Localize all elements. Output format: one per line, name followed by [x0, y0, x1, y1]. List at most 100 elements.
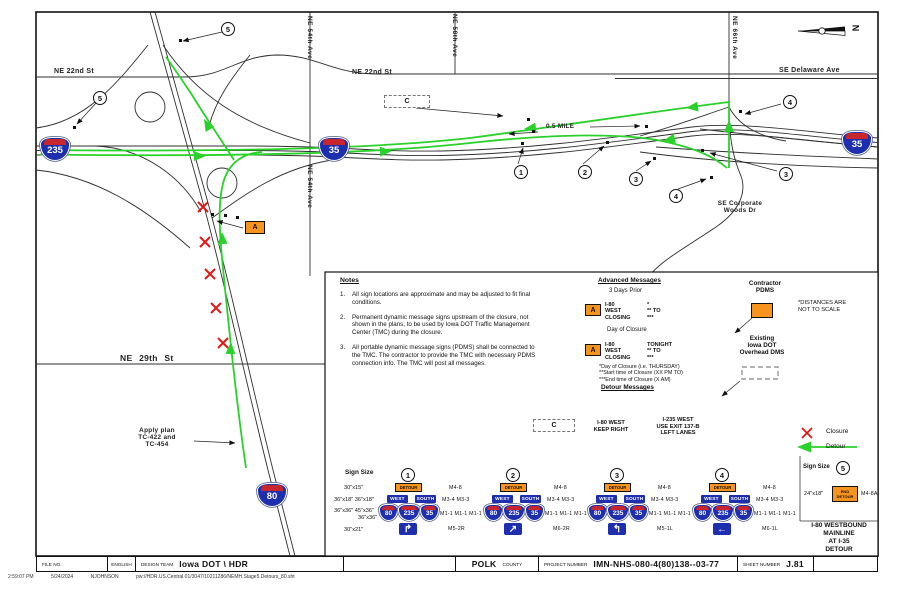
sign-designation: M4-8: [658, 485, 671, 491]
units-cell: ENGLISH: [108, 557, 136, 571]
closure-x-marks: [197, 201, 229, 349]
sign-size-value: 36"x36": [358, 515, 378, 521]
sheet-title-block: I-80 WESTBOUND MAINLINE AT I-35 DETOUR: [800, 522, 878, 554]
callout-2: 2: [578, 165, 592, 179]
design-team-label: DESIGN TEAM: [141, 561, 174, 567]
street-label-ne22nd-west: NE 22nd St: [54, 68, 94, 75]
sign-designation: M4-8A: [861, 491, 878, 497]
project-number-label: PROJECT NUMBER: [544, 561, 588, 567]
footnote: ***End time of Closure (X AM): [599, 376, 671, 383]
advanced-sign-2: I-80 WEST CLOSING TONIGHT ** TO ***: [605, 342, 672, 361]
title-bar: FILE NO. ENGLISH DESIGN TEAM Iowa DOT \ …: [36, 556, 878, 572]
south-sign: SOUTH: [415, 495, 436, 503]
interstate-shield-35-west: 35: [320, 138, 348, 160]
street-label-se-corporate: SE Corporate Woods Dr: [710, 200, 770, 214]
group-number: 3: [610, 468, 624, 482]
north-arrow: [797, 26, 846, 36]
contractor-pdms-symbol: [751, 303, 773, 318]
day-of-closure-label: Day of Closure: [607, 327, 647, 333]
callout-3a: 3: [629, 172, 643, 186]
west-sign: WEST: [387, 495, 408, 503]
county-cell: POLK COUNTY: [456, 557, 539, 571]
apply-plan-line: TC-422 and: [138, 434, 176, 441]
units-label: ENGLISH: [111, 561, 132, 567]
callout-3b: 3: [779, 167, 793, 181]
shield-number: 35: [425, 509, 434, 517]
group-number: 1: [401, 468, 415, 482]
street-label-ne54th-top: NE 54th Ave: [306, 16, 313, 60]
street-label-ne58th: NE 58th Ave: [451, 14, 458, 58]
title-line: MAINLINE: [823, 530, 855, 537]
detour-message-2: I-235 WEST USE EXIT 137-B LEFT LANES: [638, 417, 718, 437]
dms-c-marker: C: [384, 95, 430, 108]
file-no-label: FILE NO.: [42, 561, 62, 567]
sign-designation: M4-8: [449, 485, 462, 491]
status-line: 2:59:07 PM 5/24/2024 NJOHNSON pw://HDR.U…: [8, 574, 311, 580]
sign-line: ** TO: [647, 348, 661, 355]
street-label-ne29th: NE 29th St: [120, 353, 174, 363]
design-team-cell: DESIGN TEAM Iowa DOT \ HDR: [136, 557, 344, 571]
shield-band: [323, 139, 345, 145]
interstate-shield-80: 80: [258, 484, 286, 506]
sign-size-header-5: Sign Size: [803, 464, 830, 470]
shield-number: 35: [328, 145, 340, 156]
shield-number: 35: [739, 509, 748, 517]
interstate-shield-35-east: 35: [843, 132, 871, 154]
sign-text-right: * ** TO ***: [647, 302, 661, 321]
sign-size-value: 30"x15": [344, 485, 364, 491]
shield-number: 35: [634, 509, 643, 517]
shield-number: 80: [593, 509, 602, 517]
interstate-shield-235: 235: [41, 138, 69, 160]
note-text: All portable dynamic message signs (PDMS…: [352, 343, 536, 367]
detour-sign: DETOUR: [709, 483, 736, 492]
shield-number: 235: [403, 509, 415, 517]
sign-designation: M1-1 M1-1 M1-1: [754, 511, 796, 517]
west-sign: WEST: [492, 495, 513, 503]
message-line: USE EXIT 137-B: [656, 423, 700, 430]
shield-band: [423, 506, 436, 510]
design-team-value: Iowa DOT \ HDR: [179, 559, 249, 569]
blank-cell: [344, 557, 456, 571]
sign-designation: M3-4 M3-3: [756, 497, 784, 503]
file-path: pw://HDR.US.Central.01/3047/10211286/NEM…: [136, 574, 295, 580]
shield-235: 235: [399, 505, 419, 520]
contractor-pdms-label: Contractor PDMS: [737, 280, 793, 294]
detour-sign: DETOUR: [604, 483, 631, 492]
title-line: DETOUR: [825, 546, 853, 553]
sign-line: ***: [647, 314, 654, 321]
sign-designation: M5-2R: [448, 526, 465, 532]
sign-ticks: [73, 39, 742, 219]
sign-line: ***: [647, 354, 654, 361]
existing-dms-label: Existing Iowa DOT Overhead DMS: [726, 335, 798, 356]
shield-number: 35: [530, 509, 539, 517]
detour-legend-arrow: [797, 441, 811, 453]
street-label-ne22nd-mid: NE 22nd St: [352, 69, 392, 76]
north-letter: N: [850, 24, 861, 32]
closure-legend-label: Closure: [826, 428, 849, 435]
arrow-sign: ↱: [399, 523, 417, 535]
group-number: 2: [506, 468, 520, 482]
shield-number: 235: [47, 145, 63, 156]
sign-designation: M1-1 M1-1 M1-1: [440, 511, 482, 517]
shield-number: 80: [489, 509, 498, 517]
shield-number: 235: [717, 509, 729, 517]
three-days-prior-label: 3 Days Prior: [609, 288, 643, 294]
note-line: *DISTANCES ARE: [798, 300, 847, 306]
label-line: Existing: [749, 335, 775, 342]
detour-sign: DETOUR: [500, 483, 527, 492]
note-text: Permanent dynamic message signs upstream…: [352, 313, 530, 337]
notes-section: Notes 1. All sign locations are approxim…: [340, 277, 592, 367]
label-line: Overhead DMS: [739, 349, 785, 356]
shield-number: 80: [266, 491, 278, 502]
group-number-5: 5: [836, 461, 850, 475]
sheet-number-value: J.81: [786, 559, 804, 569]
arrow-sign: ←: [713, 523, 731, 535]
project-number-cell: PROJECT NUMBER IMN-NHS-080-4(80)138--03-…: [539, 557, 738, 571]
sign-text-left: I-80 WEST CLOSING: [605, 302, 638, 321]
shield-band: [591, 506, 604, 510]
advanced-messages-title: Advanced Messages: [598, 277, 661, 284]
notes-title: Notes: [340, 277, 359, 284]
sign-designation: M6-2R: [553, 526, 570, 532]
plot-user: NJOHNSON: [90, 574, 119, 580]
county-name: POLK: [471, 559, 497, 569]
